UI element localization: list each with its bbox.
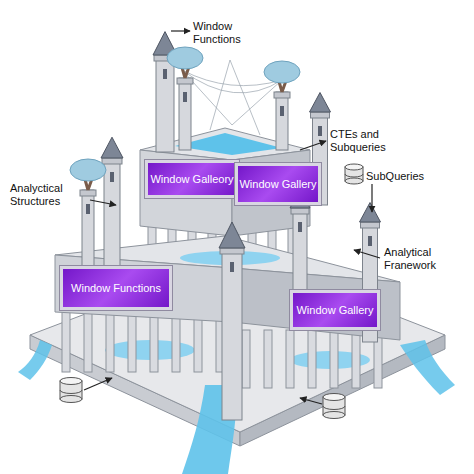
art-shape	[55, 255, 232, 322]
art-shape	[361, 222, 380, 228]
stone-pillar	[194, 312, 202, 372]
art-shape	[345, 178, 363, 184]
towers	[70, 32, 381, 420]
art-shape	[345, 164, 363, 170]
leader-arrows	[84, 31, 380, 404]
callout-label: Analytical Franework	[384, 246, 464, 272]
callout-label: SubQueries	[366, 170, 424, 183]
art-shape	[323, 394, 345, 419]
art-shape	[167, 47, 203, 69]
art-shape	[156, 55, 174, 152]
art-shape	[102, 158, 122, 164]
art-shape	[300, 141, 326, 150]
art-shape	[179, 78, 191, 150]
art-shape	[222, 248, 242, 420]
art-shape	[60, 378, 82, 403]
tower	[167, 47, 203, 150]
art-shape	[219, 222, 245, 248]
callout-label: Window Functions	[193, 20, 255, 46]
callout-box: Analytical Franework	[384, 246, 464, 273]
window-panel: Window Gallery	[235, 163, 321, 205]
art-shape	[311, 112, 330, 118]
art-shape	[101, 137, 123, 158]
callout-box: Window Functions	[193, 20, 255, 47]
art-shape	[18, 340, 52, 380]
art-shape	[177, 78, 193, 84]
art-shape	[86, 204, 90, 214]
art-shape	[323, 394, 345, 401]
art-shape	[210, 60, 230, 130]
stone-pillar	[286, 330, 294, 388]
window-panel: Window Functions	[60, 266, 172, 310]
art-shape	[276, 92, 288, 150]
art-shape	[171, 30, 190, 31]
stone-pillar	[352, 330, 360, 388]
art-shape	[345, 174, 363, 177]
art-shape	[310, 93, 331, 113]
art-shape	[80, 190, 96, 196]
art-shape	[163, 69, 167, 79]
art-shape	[400, 340, 455, 395]
art-shape	[220, 248, 244, 254]
art-shape	[82, 190, 94, 272]
panel-title: Window Gallery	[296, 304, 373, 317]
stone-pillar	[308, 330, 316, 388]
art-shape	[323, 406, 345, 410]
callout-box: Analyctical Structures	[10, 182, 88, 209]
panel-title: Window Functions	[71, 282, 161, 295]
stone-pillar	[172, 312, 180, 372]
art-shape	[60, 396, 82, 403]
stone-pillar	[106, 312, 114, 372]
panel-title: Window Gallery	[239, 178, 316, 191]
callout-box: CTEs and Subqueries	[330, 128, 404, 155]
art-shape	[60, 390, 82, 394]
art-shape	[318, 126, 322, 136]
stone-pillar	[62, 312, 70, 372]
art-shape	[104, 158, 120, 268]
art-shape	[230, 262, 234, 272]
tower	[219, 222, 245, 420]
art-shape	[354, 250, 380, 258]
art-shape	[84, 378, 112, 390]
art-shape	[60, 378, 82, 385]
art-shape	[291, 208, 309, 214]
stone-pillar	[84, 312, 92, 372]
art-shape	[293, 208, 307, 290]
art-shape	[323, 412, 345, 419]
art-shape	[345, 164, 363, 184]
tower	[264, 61, 300, 150]
art-shape	[360, 203, 381, 223]
stone-pillar	[264, 330, 272, 388]
art-shape	[70, 159, 106, 181]
callout-box: SubQueries	[366, 166, 456, 184]
stone-pillar	[150, 312, 158, 372]
art-shape	[183, 92, 187, 102]
stone-pillar	[242, 330, 250, 388]
art-shape	[368, 236, 372, 246]
tower	[70, 159, 106, 272]
art-shape	[232, 80, 282, 125]
callout-label: CTEs and Subqueries	[330, 128, 404, 154]
stone-pillar	[128, 312, 136, 372]
art-shape	[264, 61, 300, 83]
art-shape	[274, 92, 290, 98]
art-shape	[298, 222, 302, 232]
window-panel: Window Gallery	[290, 290, 380, 330]
art-shape	[280, 106, 284, 116]
panel-title: Window Galleory	[150, 173, 233, 186]
art-shape	[230, 60, 260, 135]
art-shape	[371, 184, 372, 212]
art-shape	[110, 172, 114, 182]
art-shape	[90, 200, 116, 205]
art-shape	[300, 398, 322, 404]
callout-label: Analyctical Structures	[10, 182, 88, 208]
stone-pillar	[330, 330, 338, 388]
window-panel: Window Galleory	[145, 160, 239, 198]
